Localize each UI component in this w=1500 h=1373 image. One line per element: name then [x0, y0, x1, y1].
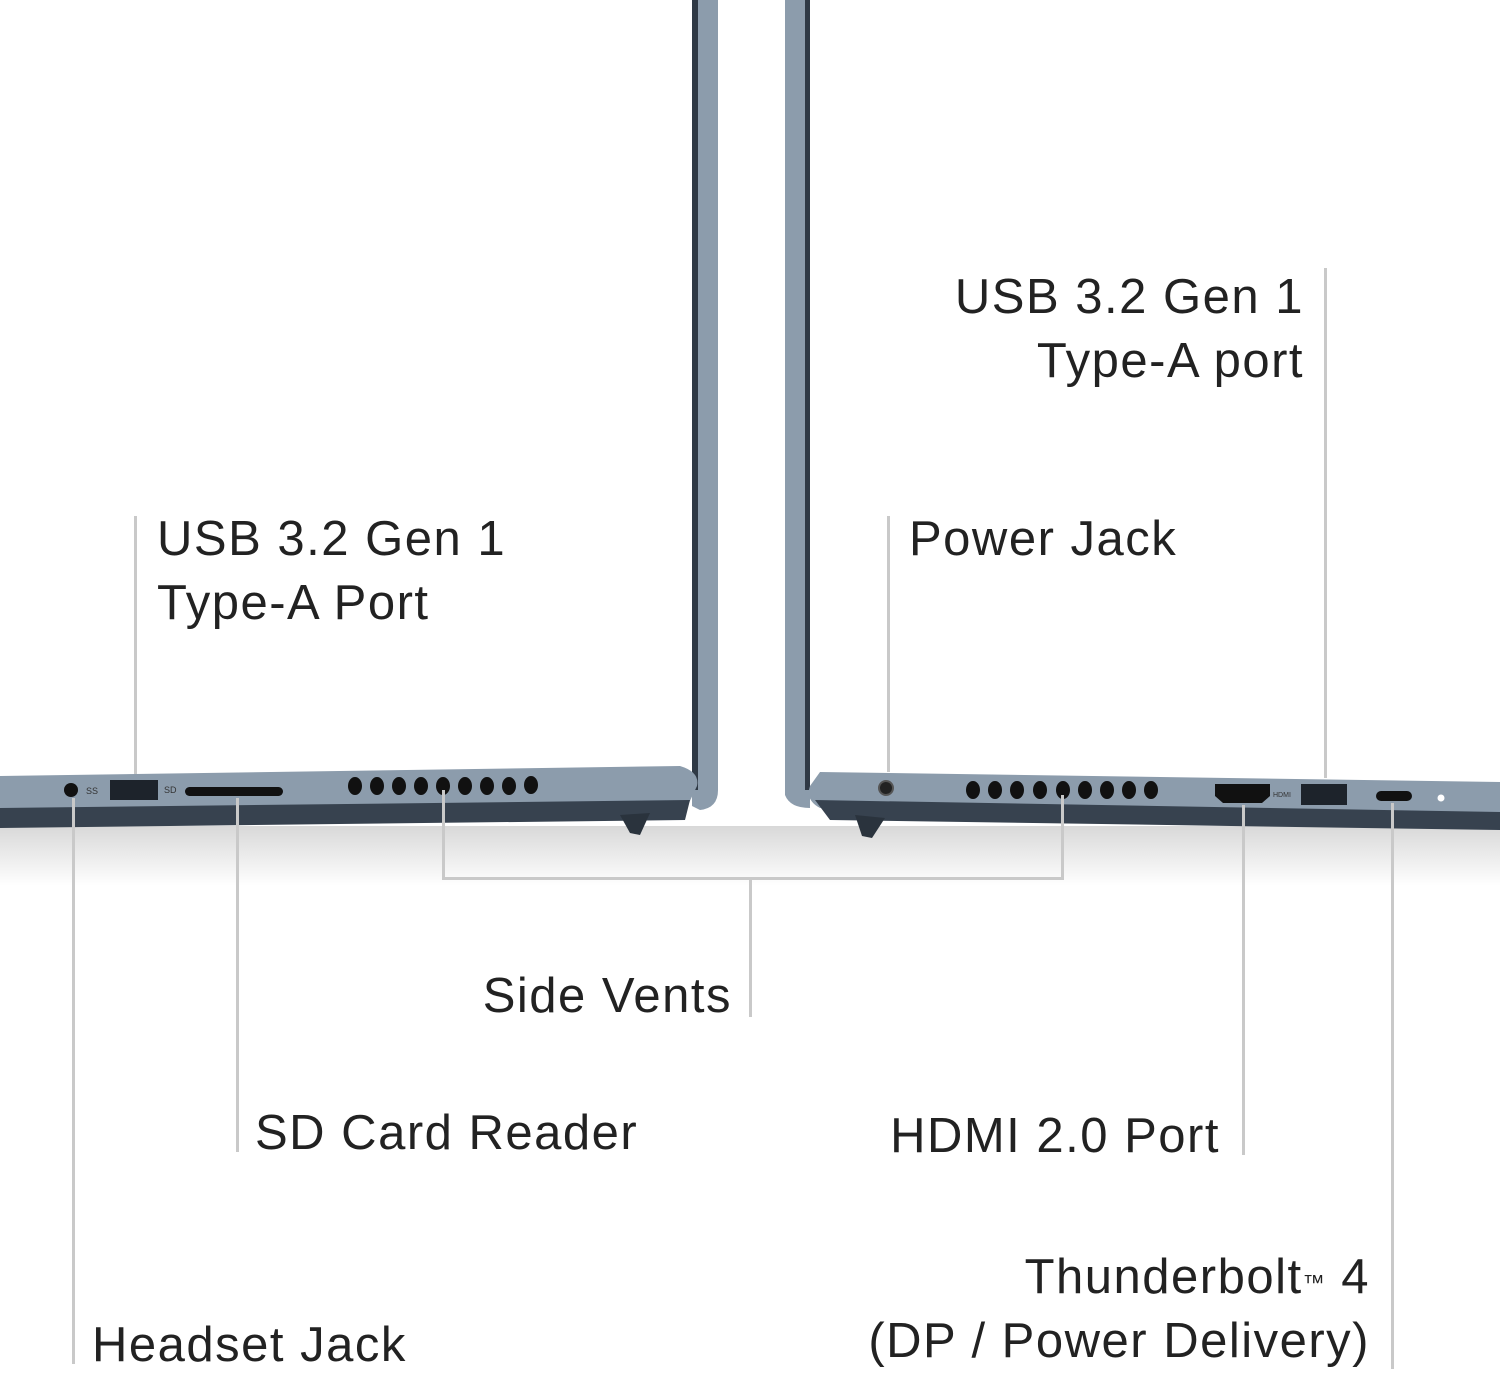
- hdmi-callout-line: [1242, 805, 1245, 1155]
- headset-callout-line: [72, 798, 75, 1364]
- right-usb-callout-line: [1324, 268, 1327, 778]
- left-usb-label-line1: USB 3.2 Gen 1: [157, 512, 507, 566]
- headset-jack-port: [64, 783, 78, 797]
- vent-bracket-line: [442, 877, 1064, 880]
- headset-jack-label: Headset Jack: [92, 1318, 407, 1372]
- power-jack-label: Power Jack: [909, 512, 1178, 566]
- right-vent-callout-line: [1061, 795, 1064, 880]
- sd-card-reader-label: SD Card Reader: [255, 1106, 639, 1160]
- thunderbolt-port: [1376, 791, 1412, 801]
- right-usb-port: [1301, 784, 1347, 805]
- thunderbolt-label-line1: Thunderbolt™ 4: [1024, 1250, 1370, 1304]
- usb-marking: SS: [86, 786, 98, 796]
- left-chassis-bottom: [0, 800, 690, 828]
- sd-callout-line: [236, 798, 239, 1152]
- power-jack-callout-line: [887, 516, 890, 772]
- left-usb-callout-line: [134, 516, 137, 774]
- hdmi-port: [1215, 784, 1270, 803]
- trademark-symbol: ™: [1302, 1270, 1327, 1295]
- thunderbolt-label: Thunderbolt™ 4 (DP / Power Delivery): [868, 1245, 1370, 1373]
- left-usb-port: [110, 780, 158, 800]
- right-usb-label: USB 3.2 Gen 1 Type-A port: [955, 265, 1304, 393]
- left-laptop: SS SD: [0, 0, 718, 835]
- power-jack-port: [878, 780, 894, 796]
- right-chassis-bottom: [815, 800, 1500, 830]
- right-laptop: HDMI: [785, 0, 1500, 838]
- left-usb-label: USB 3.2 Gen 1 Type-A Port: [157, 507, 506, 635]
- thunderbolt-label-line2: (DP / Power Delivery): [868, 1314, 1370, 1368]
- left-usb-label-line2: Type-A Port: [157, 576, 430, 630]
- left-vent-callout-line: [442, 790, 445, 880]
- sd-card-slot: [185, 787, 283, 796]
- hdmi-marking: HDMI: [1273, 792, 1291, 799]
- thunderbolt-callout-line: [1391, 803, 1394, 1369]
- right-foot: [855, 815, 885, 838]
- status-led: [1437, 794, 1445, 802]
- hdmi-port-label: HDMI 2.0 Port: [890, 1109, 1220, 1163]
- side-vents-label: Side Vents: [482, 969, 732, 1023]
- sd-marking: SD: [164, 785, 177, 795]
- side-vents-callout-line: [749, 877, 752, 1017]
- right-usb-label-line1: USB 3.2 Gen 1: [954, 270, 1304, 324]
- right-usb-label-line2: Type-A port: [1036, 334, 1304, 388]
- floor-shadow: [0, 826, 1500, 886]
- left-foot: [620, 813, 650, 835]
- left-vents: [348, 776, 538, 795]
- right-vents: [966, 781, 1158, 799]
